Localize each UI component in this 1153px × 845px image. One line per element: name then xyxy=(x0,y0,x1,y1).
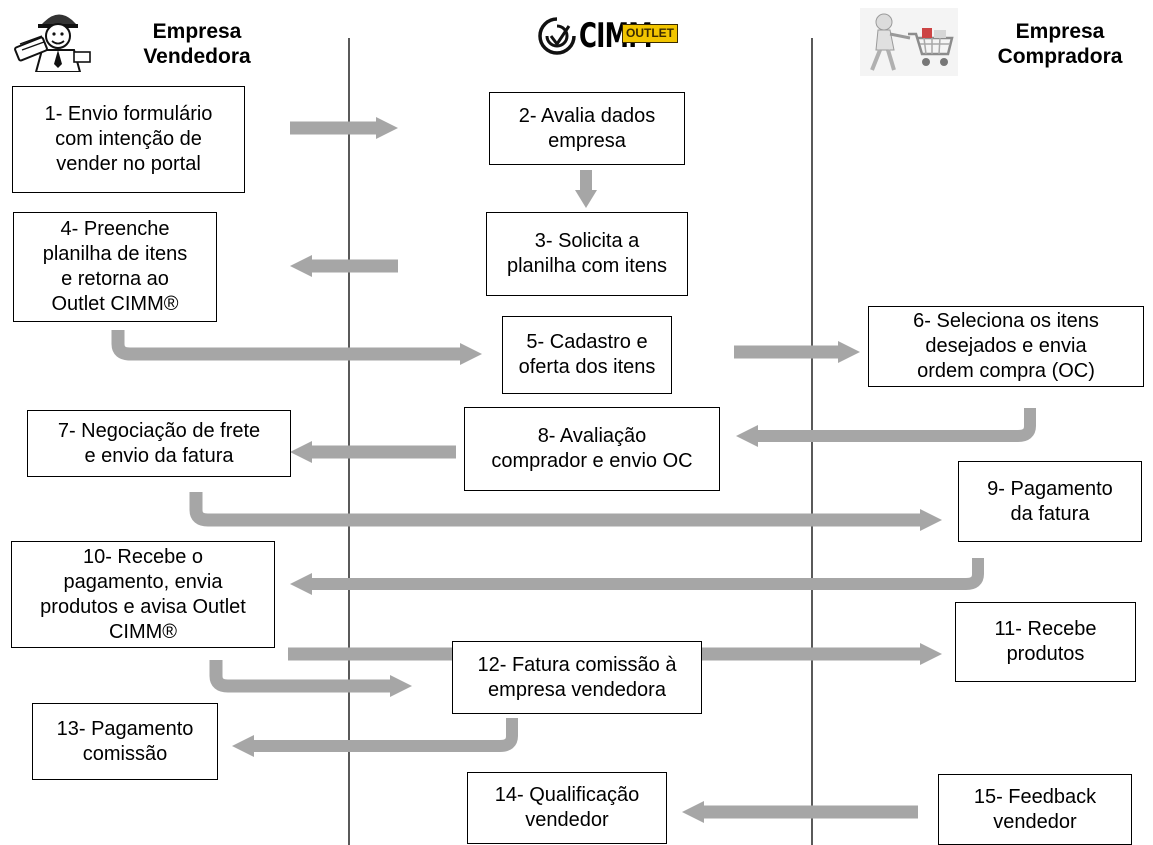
step-text-line: 8- Avaliação xyxy=(537,425,647,447)
step-text-line: 1- Envio formulário xyxy=(44,103,213,125)
step-text-line: 4- Preenche xyxy=(60,218,170,240)
step-text-line: com intenção de xyxy=(55,128,202,150)
step-text-line: pagamento, envia xyxy=(63,570,223,593)
step-text-line: 10- Recebe o xyxy=(82,545,204,568)
step-text-line: ordem compra (OC) xyxy=(917,360,1095,382)
step-text-line: produtos xyxy=(1006,643,1085,665)
buyer-icon xyxy=(860,8,958,76)
step-text-line: empresa xyxy=(548,129,626,152)
step-text-line: 13- Pagamento xyxy=(56,717,194,740)
step-text-line: 9- Pagamento xyxy=(987,477,1113,500)
step-text-line: oferta dos itens xyxy=(518,356,656,378)
step-text: 1- Envio formulário com intenção de vender… xyxy=(45,102,213,177)
step-text-line: da fatura xyxy=(1010,502,1090,525)
step-text-line: empresa vendedora xyxy=(488,678,666,701)
step-text-line: desejados e envia xyxy=(925,335,1087,357)
step-text-line: 14- Qualificação xyxy=(494,784,640,806)
step-text-line: planilha com itens xyxy=(506,255,668,277)
step-text-line: 11- Recebe xyxy=(994,618,1097,640)
step-text-line: comprador e envio OC xyxy=(491,450,693,472)
step-4-box: 4- Preenche planilha de itens e retorna ao… xyxy=(13,212,217,322)
step-text-line: 12- Fatura comissão à xyxy=(477,653,677,676)
buyer-lane-title: Empresa Compradora xyxy=(997,20,1123,68)
arrow-6-to-8 xyxy=(736,408,1036,447)
arrow-7-to-9 xyxy=(189,492,942,531)
step-text-line: CIMM® xyxy=(108,620,178,643)
step-text-line: Outlet CIMM® xyxy=(51,293,179,315)
step-text-line: e envio da fatura xyxy=(84,444,234,467)
arrow-12-to-13 xyxy=(232,718,518,757)
step-text-line: 6- Seleciona os itens xyxy=(913,310,1099,332)
arrow-10-to-12 xyxy=(209,660,412,697)
step-text: 14- Qualificação vendedor xyxy=(495,783,640,833)
step-text: 6- Seleciona os itens desejados e envia or… xyxy=(913,309,1099,384)
cimm-swirl-icon xyxy=(538,17,576,55)
step-text-line: e retorna ao xyxy=(61,268,169,290)
step-text-line: 15- Feedback xyxy=(973,785,1097,808)
step-text-line: vendedor xyxy=(525,809,609,831)
step-text: 4- Preenche planilha de itens e retorna ao… xyxy=(43,217,188,317)
step-8-box: 8- Avaliação comprador e envio OC xyxy=(464,407,720,491)
seller-icon xyxy=(14,6,96,73)
arrow-8-to-7 xyxy=(290,441,456,463)
arrow-5-to-6 xyxy=(734,341,860,363)
step-text: 11- Recebe produtos xyxy=(995,617,1097,667)
arrow-1-to-2 xyxy=(290,117,398,139)
arrow-9-to-10 xyxy=(290,558,984,595)
step-text-line: 7- Negociação de frete xyxy=(57,419,261,442)
cimm-outlet-logo: CIMM OUTLET xyxy=(535,14,680,58)
step-text: 5- Cadastro e oferta dos itens xyxy=(519,330,656,380)
step-11-box: 11- Recebe produtos xyxy=(955,602,1136,682)
step-text-line: 5- Cadastro e xyxy=(526,331,648,353)
step-text-line: 2- Avalia dados xyxy=(518,104,656,127)
step-text-line: vender no portal xyxy=(56,153,201,175)
step-text-line: produtos e avisa Outlet xyxy=(40,595,246,618)
step-5-box: 5- Cadastro e oferta dos itens xyxy=(502,316,672,394)
step-text-line: 3- Solicita a xyxy=(534,230,640,252)
arrow-2-to-3 xyxy=(575,170,597,208)
step-text: 3- Solicita a planilha com itens xyxy=(507,229,667,279)
step-14-box: 14- Qualificação vendedor xyxy=(467,772,667,844)
step-text: 8- Avaliação comprador e envio OC xyxy=(491,424,692,474)
seller-lane-title: Empresa Vendedora xyxy=(143,20,251,68)
arrow-3-to-4 xyxy=(290,255,398,277)
step-6-box: 6- Seleciona os itens desejados e envia or… xyxy=(868,306,1144,387)
step-text-line: comissão xyxy=(82,742,168,765)
arrow-15-to-14 xyxy=(682,801,918,823)
step-text-line: vendedor xyxy=(993,810,1077,833)
arrow-4-to-5 xyxy=(111,330,482,365)
step-1-box: 1- Envio formulário com intenção de vender… xyxy=(12,86,245,193)
step-3-box: 3- Solicita a planilha com itens xyxy=(486,212,688,296)
step-text-line: planilha de itens xyxy=(42,243,188,265)
logo-outlet-badge: OUTLET xyxy=(622,24,678,43)
